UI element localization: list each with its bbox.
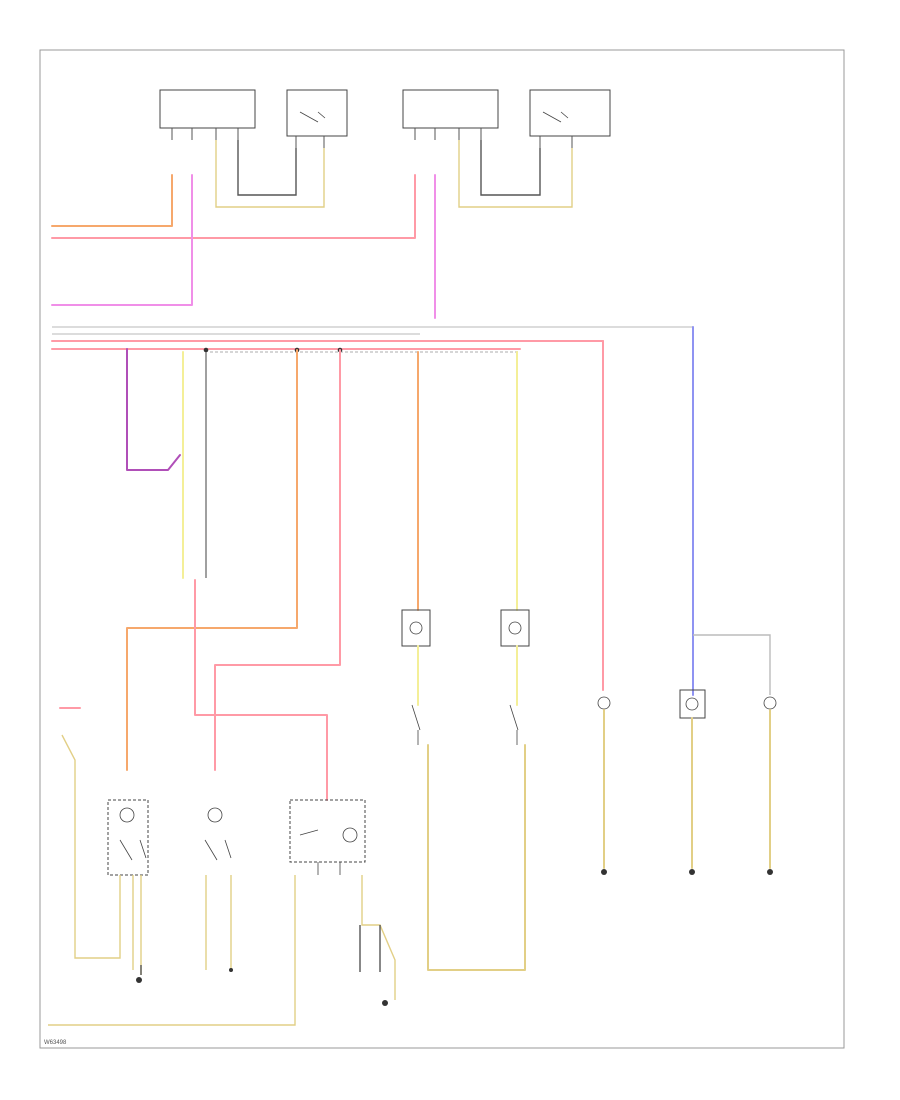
wire-yellow-left xyxy=(215,140,325,208)
wire-dark-right xyxy=(480,140,541,196)
door-switch-right xyxy=(411,704,421,745)
wire-tan-left-bottom xyxy=(61,734,121,959)
wire-red-4 xyxy=(194,579,328,801)
wire-tan-dome xyxy=(48,875,296,1026)
ground-point-3 xyxy=(767,869,773,875)
wire-red-3 xyxy=(214,349,341,771)
ground-point-1 xyxy=(601,869,607,875)
wire-tan-bottom xyxy=(427,744,526,971)
diagram-code: W63498 xyxy=(44,1040,67,1046)
left-courtesy-lamp xyxy=(500,609,530,647)
front-door-module-right xyxy=(402,89,499,129)
right-rear-door-switch xyxy=(107,799,149,876)
door-switch-left xyxy=(509,704,519,745)
wire-dome-gnd-2 xyxy=(359,925,381,972)
right-courtesy-lamp xyxy=(401,609,431,647)
diagram-frame xyxy=(39,49,845,1049)
ground-point-2 xyxy=(689,869,695,875)
wire-dark-left xyxy=(237,140,297,196)
wire-purple xyxy=(126,348,181,471)
ground-point-5 xyxy=(229,968,233,972)
wire-tan-switches xyxy=(132,875,232,975)
ground-point-4 xyxy=(136,977,142,983)
dome-lamp xyxy=(289,799,366,875)
wire-red-supply-1 xyxy=(51,174,173,227)
left-rear-door-switch xyxy=(204,807,232,861)
wire-orange-1 xyxy=(126,349,298,771)
junction-1 xyxy=(203,347,209,353)
wire-pink-left xyxy=(51,174,193,306)
window-switch-left xyxy=(286,89,348,137)
window-switch-right xyxy=(529,89,611,137)
wire-yellow-right xyxy=(458,140,573,208)
wire-gray-trunk xyxy=(693,634,771,695)
front-door-module-left xyxy=(159,89,256,129)
wire-red-supply-2 xyxy=(51,174,416,239)
top-terminals xyxy=(171,128,573,148)
ground-point-6 xyxy=(382,1000,388,1006)
